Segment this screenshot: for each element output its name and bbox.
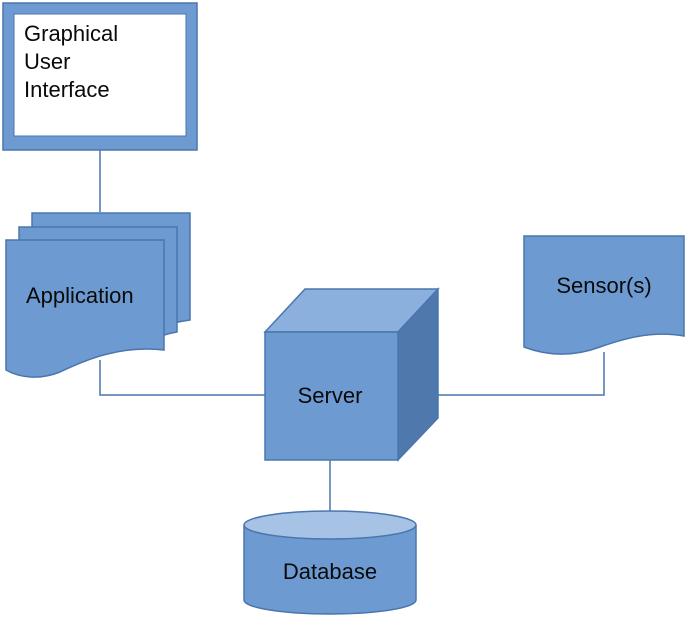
gui-label-line-1: Graphical xyxy=(24,21,118,46)
gui-label-line-3: Interface xyxy=(24,77,110,102)
database-top xyxy=(243,510,417,540)
gui-screen xyxy=(13,13,187,137)
application-label: Application xyxy=(26,283,134,308)
database-body xyxy=(243,525,417,615)
database-label: Database xyxy=(283,559,377,584)
server-node: Server xyxy=(263,287,440,462)
gui-node: Graphical User Interface xyxy=(2,2,198,151)
sensors-node: Sensor(s) xyxy=(523,235,685,355)
sensors-document xyxy=(523,235,685,355)
connector-application-server xyxy=(99,360,265,396)
gui-label: Graphical User Interface xyxy=(24,21,124,102)
server-cube-front xyxy=(264,331,399,461)
sensors-label: Sensor(s) xyxy=(556,273,651,298)
application-doc-front xyxy=(5,239,165,378)
database-node: Database xyxy=(243,510,417,615)
gui-label-line-2: User xyxy=(24,49,70,74)
connectors xyxy=(99,150,605,512)
server-label: Server xyxy=(298,383,363,408)
connector-server-sensors xyxy=(398,352,605,396)
application-node: Application xyxy=(5,212,191,378)
